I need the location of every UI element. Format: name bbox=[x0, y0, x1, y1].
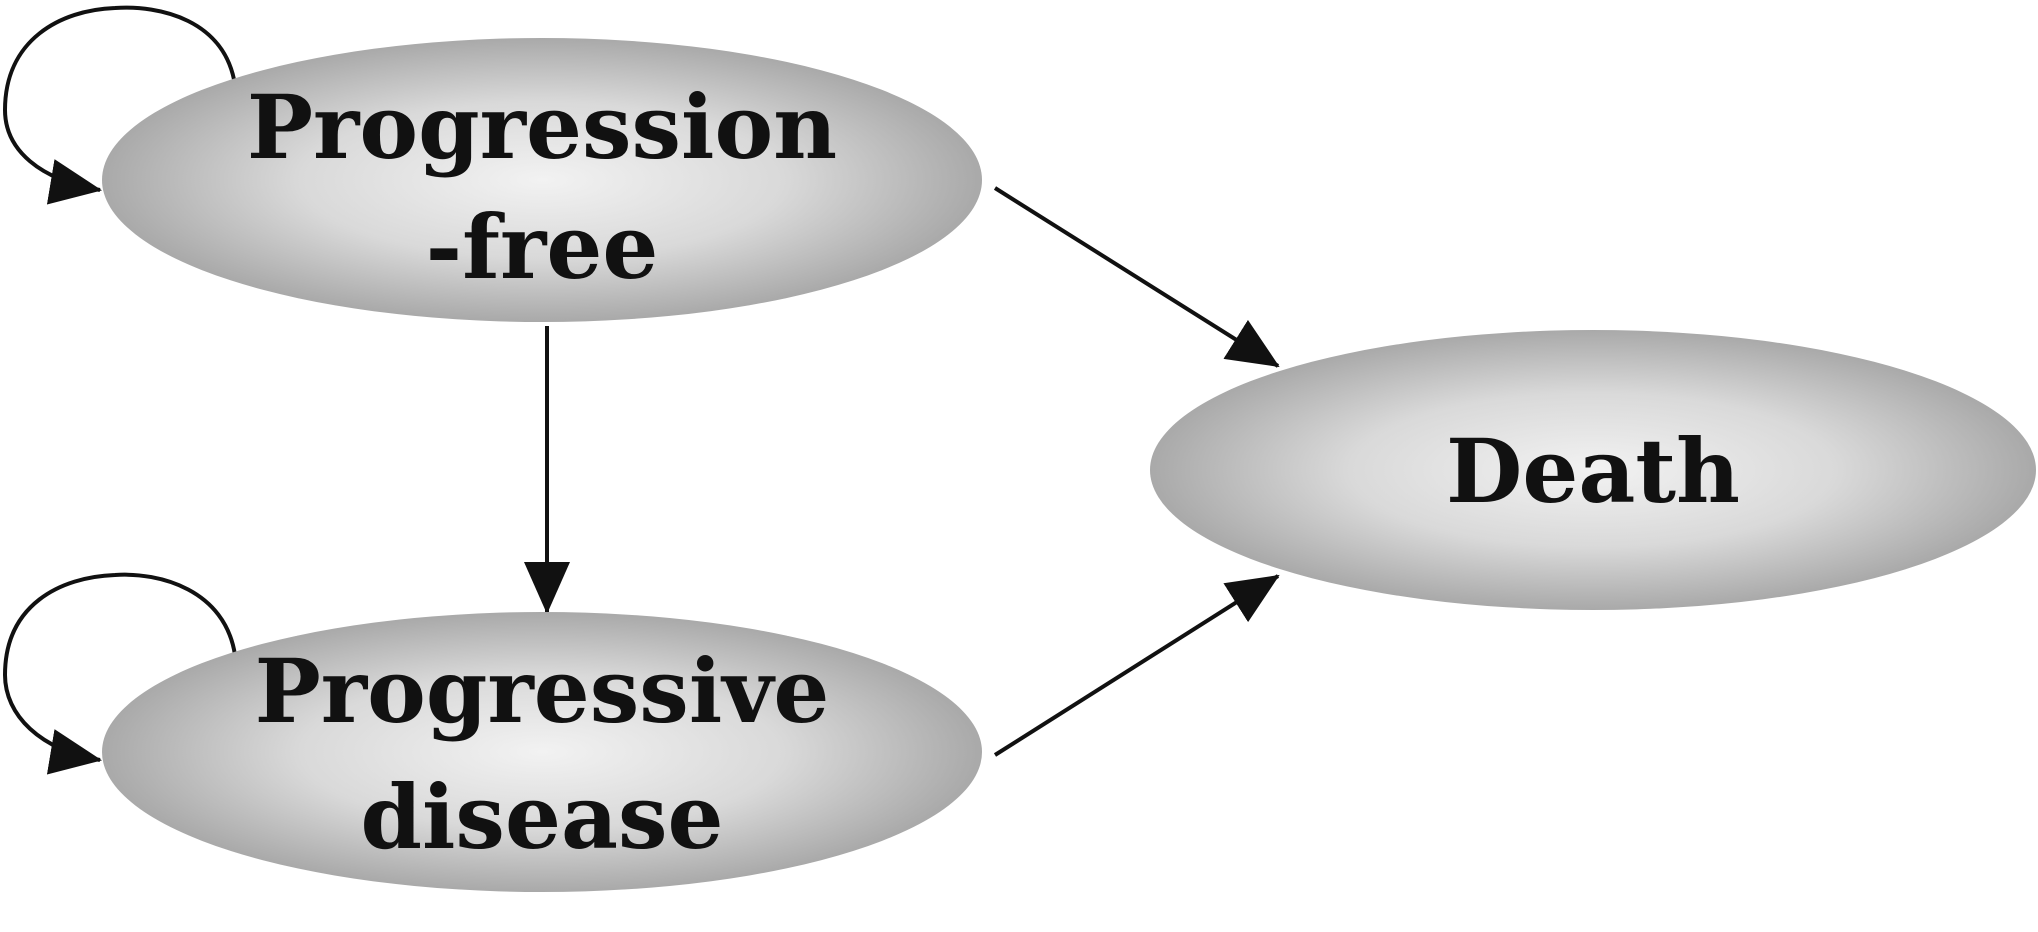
edge-progressive-disease-to-death bbox=[993, 574, 1280, 757]
node-progressive-disease-label-line1: Progressive bbox=[255, 639, 830, 743]
node-progression-free-shape bbox=[102, 38, 982, 322]
node-progression-free: Progression -free bbox=[102, 38, 982, 322]
node-death-label: Death bbox=[1446, 419, 1740, 523]
node-progression-free-label-line1: Progression bbox=[247, 75, 837, 179]
edge-progression-free-to-death bbox=[993, 186, 1280, 368]
node-progression-free-label-line2: -free bbox=[426, 195, 659, 299]
node-death-shape bbox=[1150, 330, 2036, 610]
edge-progression-free-self-loop bbox=[2, 5, 237, 205]
node-progressive-disease-shape bbox=[102, 612, 982, 892]
node-progressive-disease-label-line2: disease bbox=[360, 765, 723, 869]
edge-progressive-disease-self-loop bbox=[2, 572, 237, 775]
node-progressive-disease: Progressive disease bbox=[102, 612, 982, 892]
node-death: Death bbox=[1150, 330, 2036, 610]
